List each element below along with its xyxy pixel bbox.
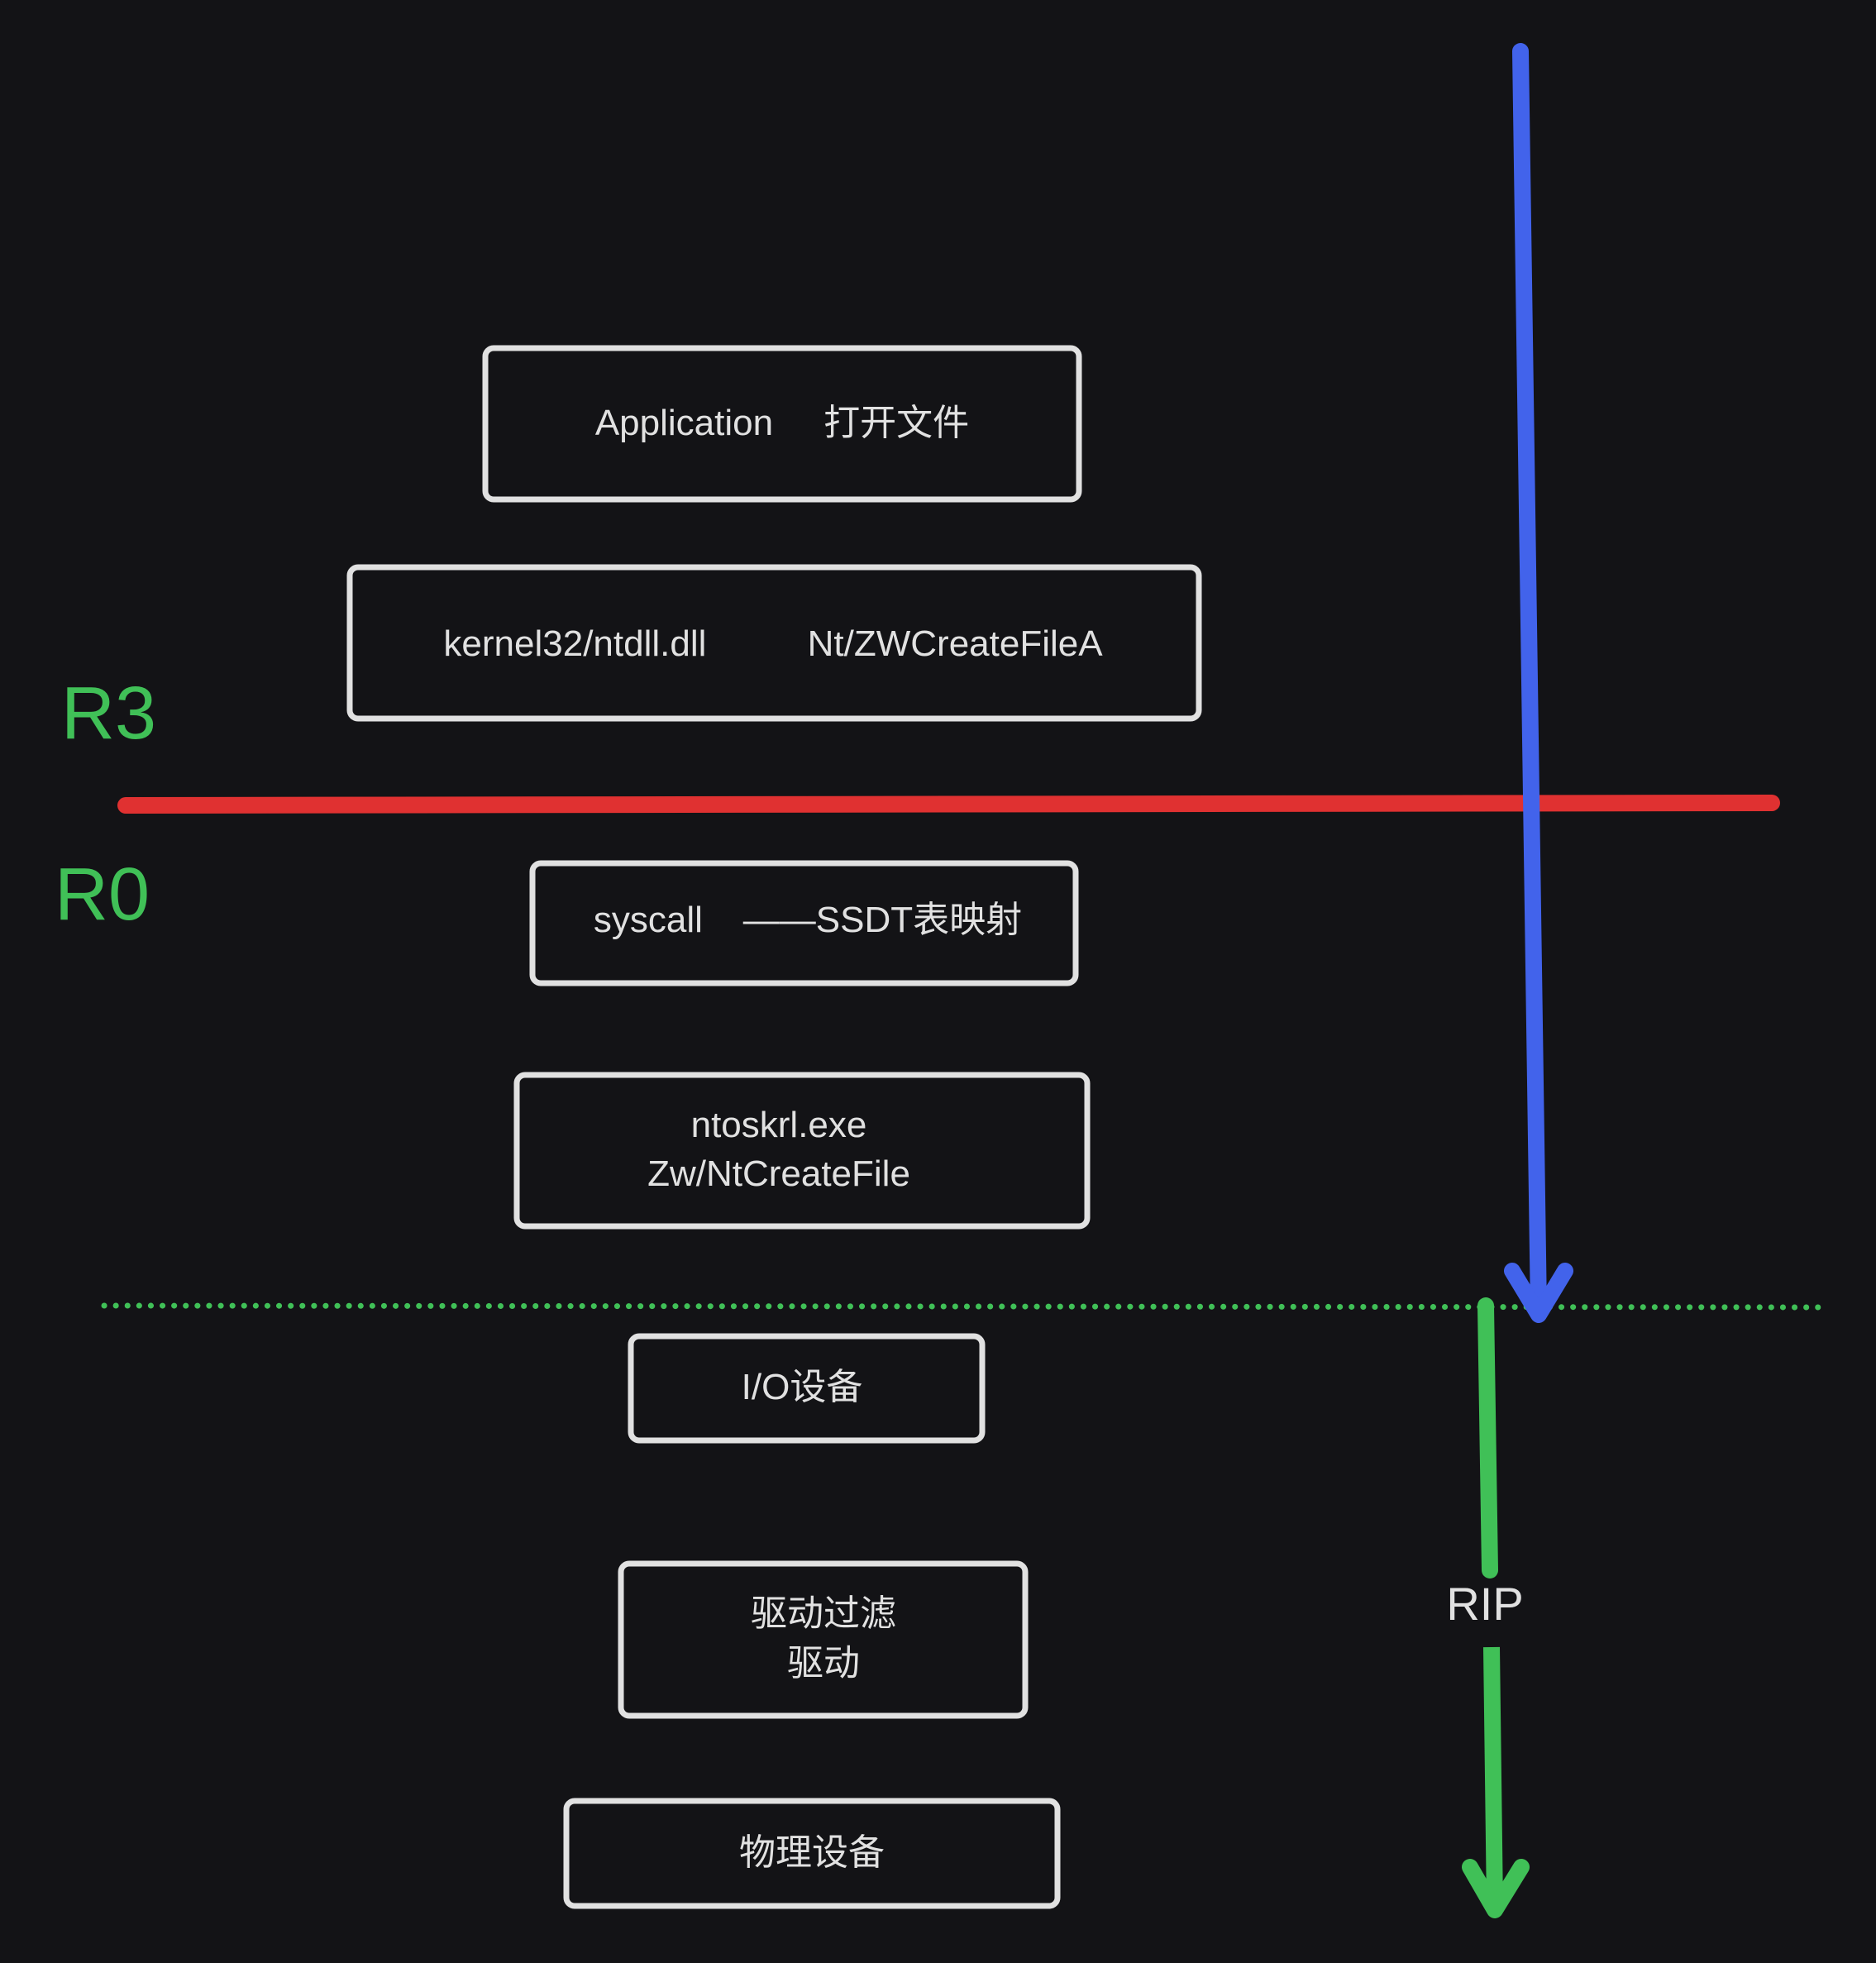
box-filter-driver-line-2: 驱动 [787, 1643, 860, 1684]
rip-label: RIP [1446, 1578, 1523, 1630]
box-syscall-frame [529, 860, 1079, 986]
privilege-boundary-line [117, 795, 1780, 814]
ring-label-r0: R0 [55, 853, 150, 936]
box-application: Application 打开文件 [482, 345, 1082, 503]
box-io-device: I/O设备 [628, 1333, 986, 1444]
rip-arrow [1462, 1297, 1530, 1918]
box-application-frame [482, 345, 1082, 503]
box-application-label: Application 打开文件 [595, 403, 969, 443]
box-kernel32-ntdll: kernel32/ntdll.dll Nt/ZWCreateFileA [346, 564, 1202, 722]
box-kernel32-ntdll-frame [346, 564, 1202, 722]
call-flow-arrow-shaft [1512, 43, 1547, 1320]
box-filter-driver-line-1: 驱动过滤 [751, 1593, 896, 1634]
box-physical-device: 物理设备 [563, 1798, 1061, 1909]
box-physical-device-label: 物理设备 [739, 1832, 885, 1873]
rip-arrow-shaft-lower [1483, 1646, 1503, 1908]
rip-arrow-shaft-upper [1477, 1297, 1498, 1579]
ring-label-r3: R3 [61, 672, 156, 755]
call-flow-arrowhead-icon [1504, 1263, 1573, 1323]
box-ntoskrl-line-2: Zw/NtCreateFile [647, 1153, 910, 1194]
rip-arrowhead-icon [1462, 1859, 1530, 1918]
box-syscall-label: syscall ——SSDT表映射 [594, 900, 1022, 940]
box-kernel32-ntdll-label: kernel32/ntdll.dll Nt/ZWCreateFileA [443, 623, 1103, 664]
call-flow-arrow [1504, 43, 1573, 1323]
box-ntoskrl: ntoskrl.exe Zw/NtCreateFile [513, 1072, 1091, 1230]
box-physical-device-frame [563, 1798, 1061, 1909]
box-io-device-frame [628, 1333, 986, 1444]
box-syscall: syscall ——SSDT表映射 [529, 860, 1079, 986]
box-filter-driver: 驱动过滤 驱动 [618, 1560, 1029, 1719]
box-ntoskrl-line-1: ntoskrl.exe [691, 1105, 867, 1145]
box-ntoskrl-frame [513, 1072, 1091, 1230]
box-io-device-label: I/O设备 [742, 1367, 863, 1407]
box-filter-driver-frame [618, 1560, 1029, 1719]
